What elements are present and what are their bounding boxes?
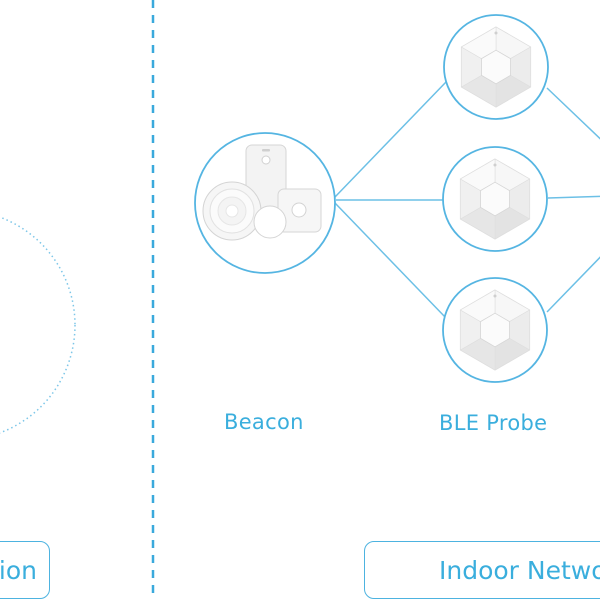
indoor-network-button-label: Indoor Netwo — [439, 555, 600, 585]
coverage-circle — [0, 216, 76, 434]
link-probe-bottom-gateway — [546, 256, 600, 313]
beacon-devices-icon — [202, 144, 322, 241]
indoor-network-button[interactable]: Indoor Netwo — [364, 541, 600, 599]
hexagon-probe-icon — [459, 289, 531, 371]
link-beacon-probe-top — [334, 81, 447, 198]
beacon-node — [194, 132, 336, 274]
left-section-button[interactable]: ion — [0, 541, 50, 599]
link-probe-middle-gateway — [547, 195, 600, 199]
beacon-label: Beacon — [224, 410, 304, 434]
hexagon-probe-icon — [459, 158, 531, 240]
ble-probe-label: BLE Probe — [439, 411, 548, 435]
left-section-button-label: ion — [0, 555, 37, 585]
link-beacon-probe-bottom — [334, 202, 447, 319]
hexagon-probe-icon — [460, 26, 532, 108]
connection-lines — [334, 81, 600, 319]
link-probe-top-gateway — [546, 87, 600, 140]
